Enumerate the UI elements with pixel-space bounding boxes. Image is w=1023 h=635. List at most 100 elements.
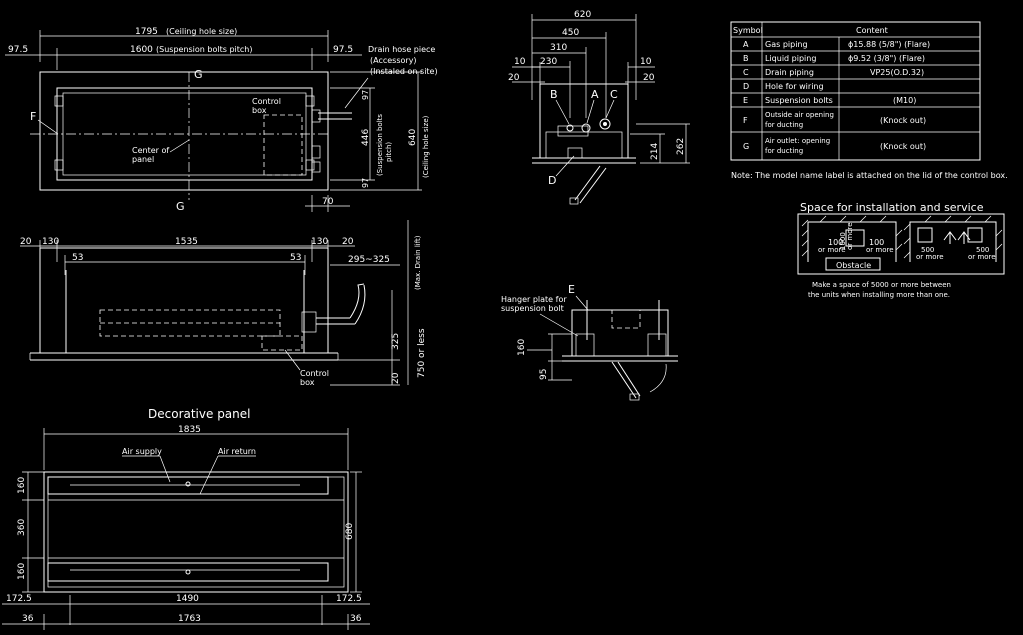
val-100-b: 100 xyxy=(869,238,884,247)
dim-450: 450 xyxy=(562,28,579,38)
label-d: D xyxy=(548,174,556,187)
dim-172-5-left: 172.5 xyxy=(6,594,32,604)
service-space: Space for installation and service 100 o… xyxy=(797,201,1005,299)
row-name-line2: for ducting xyxy=(765,147,803,155)
air-supply-label: Air supply xyxy=(122,447,162,456)
dim-97-5-right: 97.5 xyxy=(333,45,353,55)
dim-295-325: 295~325 xyxy=(348,255,390,265)
drain-hose-piece-label: Drain hose piece xyxy=(368,45,435,54)
control-box-label-2: box xyxy=(252,106,267,115)
dim-1535: 1535 xyxy=(175,237,198,247)
dim-262: 262 xyxy=(676,138,686,155)
or-more-b: or more xyxy=(846,222,854,250)
row-name: Air outlet: opening xyxy=(765,137,830,145)
row-spec: ϕ15.88 (5/8") (Flare) xyxy=(848,40,930,49)
row-name: Suspension bolts xyxy=(765,96,833,105)
dim-97-bottom: 97 xyxy=(361,178,370,188)
row-spec: (Knock out) xyxy=(880,142,926,151)
row-symbol: E xyxy=(743,96,748,105)
row-symbol: G xyxy=(743,142,749,151)
dim-446: 446 xyxy=(361,129,371,146)
row-spec: VP25(O.D.32) xyxy=(870,68,924,77)
val-500-a: 500 xyxy=(921,246,934,254)
hanger-view: Hanger plate for suspension bolt E 160 9… xyxy=(501,283,678,401)
dim-620: 620 xyxy=(574,10,591,20)
val-500-b: 500 xyxy=(976,246,989,254)
dim-10-right: 10 xyxy=(640,57,652,67)
dim-640: 640 xyxy=(408,129,418,146)
panel-view: Decorative panel 1835 Air supply Air ret… xyxy=(2,407,370,630)
dim-53-left: 53 xyxy=(72,253,83,263)
dim-214: 214 xyxy=(650,143,660,160)
row-symbol: C xyxy=(743,68,749,77)
or-more-a: or more xyxy=(818,246,846,254)
label-g-bottom: G xyxy=(176,200,185,213)
dim-1795: 1795 xyxy=(135,27,158,37)
accessory-label: (Accessory) xyxy=(370,56,417,65)
ceiling-hole-size-label: (Ceiling hole size) xyxy=(166,27,237,36)
row-name: Liquid piping xyxy=(765,54,816,63)
obstacle-label: Obstacle xyxy=(836,261,871,270)
dim-20-right: 20 xyxy=(342,237,354,247)
or-more-e: or more xyxy=(968,253,996,261)
dim-160: 160 xyxy=(517,339,527,356)
front-view: 20 130 1535 130 20 53 53 Control box 295… xyxy=(20,220,427,387)
dim-20-left: 20 xyxy=(20,237,32,247)
dim-1835: 1835 xyxy=(178,425,201,435)
dim-360: 360 xyxy=(17,519,27,536)
table-row: A Gas piping ϕ15.88 (5/8") (Flare) xyxy=(743,40,930,49)
installed-on-site-label: (Instaled on site) xyxy=(370,67,438,76)
dim-230: 230 xyxy=(540,57,557,67)
row-symbol: A xyxy=(743,40,749,49)
ceiling-hole-size-vertical: (Ceiling hole size) xyxy=(422,115,430,178)
table-header-symbol: Symbol xyxy=(733,26,763,35)
row-name: Hole for wiring xyxy=(765,82,824,91)
dim-130-left: 130 xyxy=(42,237,59,247)
label-b: B xyxy=(550,88,558,101)
hanger-plate-label-1: Hanger plate for xyxy=(501,295,567,304)
val-100-a: 100 xyxy=(828,238,843,247)
air-return-label: Air return xyxy=(218,447,256,456)
dim-1763: 1763 xyxy=(178,614,201,624)
dim-310: 310 xyxy=(550,43,567,53)
hanger-plate-label-2: suspension bolt xyxy=(501,304,564,313)
control-box-label-1: Control xyxy=(300,369,329,378)
table-row: D Hole for wiring xyxy=(743,82,824,91)
label-a: A xyxy=(591,88,599,101)
center-of-panel-label-1: Center of xyxy=(132,146,169,155)
center-of-panel-label-2: panel xyxy=(132,155,154,164)
dim-160-top: 160 xyxy=(17,477,27,494)
row-name: Gas piping xyxy=(765,40,808,49)
or-more-c: or more xyxy=(866,246,894,254)
dim-36-right: 36 xyxy=(350,614,362,624)
label-c: C xyxy=(610,88,618,101)
dim-97-5-left: 97.5 xyxy=(8,45,28,55)
dim-95: 95 xyxy=(539,369,549,380)
dim-1490: 1490 xyxy=(176,594,199,604)
row-spec: (M10) xyxy=(893,96,916,105)
table-row: F Outside air opening for ducting (Knock… xyxy=(743,111,926,129)
top-view: 1795 (Ceiling hole size) 97.5 1600 (Susp… xyxy=(5,27,438,213)
row-symbol: F xyxy=(743,116,748,125)
note-text: Note: The model name label is attached o… xyxy=(731,171,1008,180)
row-symbol: B xyxy=(743,54,749,63)
table-row: G Air outlet: opening for ducting (Knock… xyxy=(743,137,926,155)
dim-20-bottom: 20 xyxy=(391,372,401,384)
service-note-1: Make a space of 5000 or more between xyxy=(812,281,951,289)
dim-172-5-right: 172.5 xyxy=(336,594,362,604)
table-header-content: Content xyxy=(856,26,888,35)
or-more-d: or more xyxy=(916,253,944,261)
label-e: E xyxy=(568,283,575,296)
row-spec: ϕ9.52 (3/8") (Flare) xyxy=(848,54,925,63)
val-1000: 1000 xyxy=(839,232,847,250)
control-box-label-1: Control xyxy=(252,97,281,106)
dim-10-left: 10 xyxy=(514,57,526,67)
control-box-label-2: box xyxy=(300,378,315,387)
dim-1600: 1600 xyxy=(130,45,153,55)
table-row: B Liquid piping ϕ9.52 (3/8") (Flare) xyxy=(743,54,925,63)
suspension-bolts-pitch-label: (Suspension bolts pitch) xyxy=(156,45,252,54)
label-f: F xyxy=(30,110,36,123)
dim-680: 680 xyxy=(345,523,355,540)
dim-130-right: 130 xyxy=(311,237,328,247)
